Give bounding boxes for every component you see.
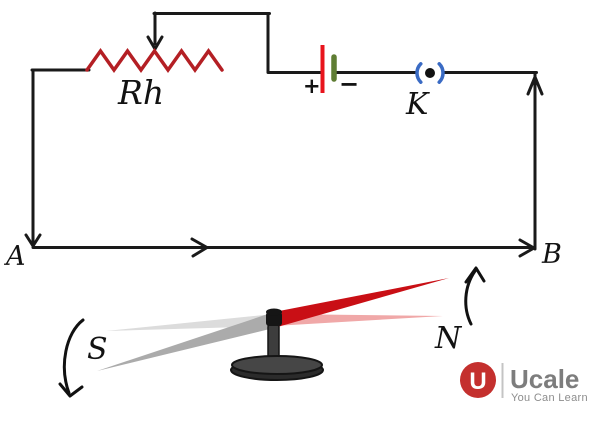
north-pole-label: N <box>434 321 463 356</box>
ucale-logo: U Ucale You Can Learn <box>460 362 588 404</box>
circuit-wires <box>24 11 544 258</box>
ucale-badge <box>460 362 496 398</box>
rheostat-label: Rh <box>117 73 164 112</box>
deflection-arrow-south-icon <box>62 318 85 395</box>
current-arrow-up-icon <box>526 75 544 96</box>
rheostat-zigzag-icon <box>85 47 224 74</box>
terminal-a-label: A <box>3 241 26 272</box>
ucale-badge-initial: U <box>469 368 486 395</box>
terminal-b-label: B <box>541 239 562 270</box>
logo-name: Ucale <box>510 364 579 394</box>
pivot-knob <box>266 308 282 326</box>
key-ring-right-arc <box>437 62 445 84</box>
battery-minus-label: − <box>339 70 359 98</box>
needle-north <box>274 278 449 328</box>
current-arrow-mid-icon <box>190 237 209 258</box>
key-dot <box>425 68 435 78</box>
plug-key-icon <box>415 62 445 84</box>
deflection-arrow-south-head <box>58 382 84 398</box>
stand-base-top <box>231 355 323 375</box>
needle-north-faded <box>274 314 443 326</box>
deflection-arrows <box>58 266 486 398</box>
south-pole-label: S <box>87 332 108 367</box>
deflection-arrow-north-head <box>464 266 486 284</box>
battery-plus-label: + <box>303 74 321 98</box>
key-ring-left-arc <box>415 62 423 84</box>
compass <box>97 278 449 381</box>
key-label: K <box>405 87 430 122</box>
logo-tagline: You Can Learn <box>511 392 588 404</box>
needle-south <box>97 312 274 371</box>
